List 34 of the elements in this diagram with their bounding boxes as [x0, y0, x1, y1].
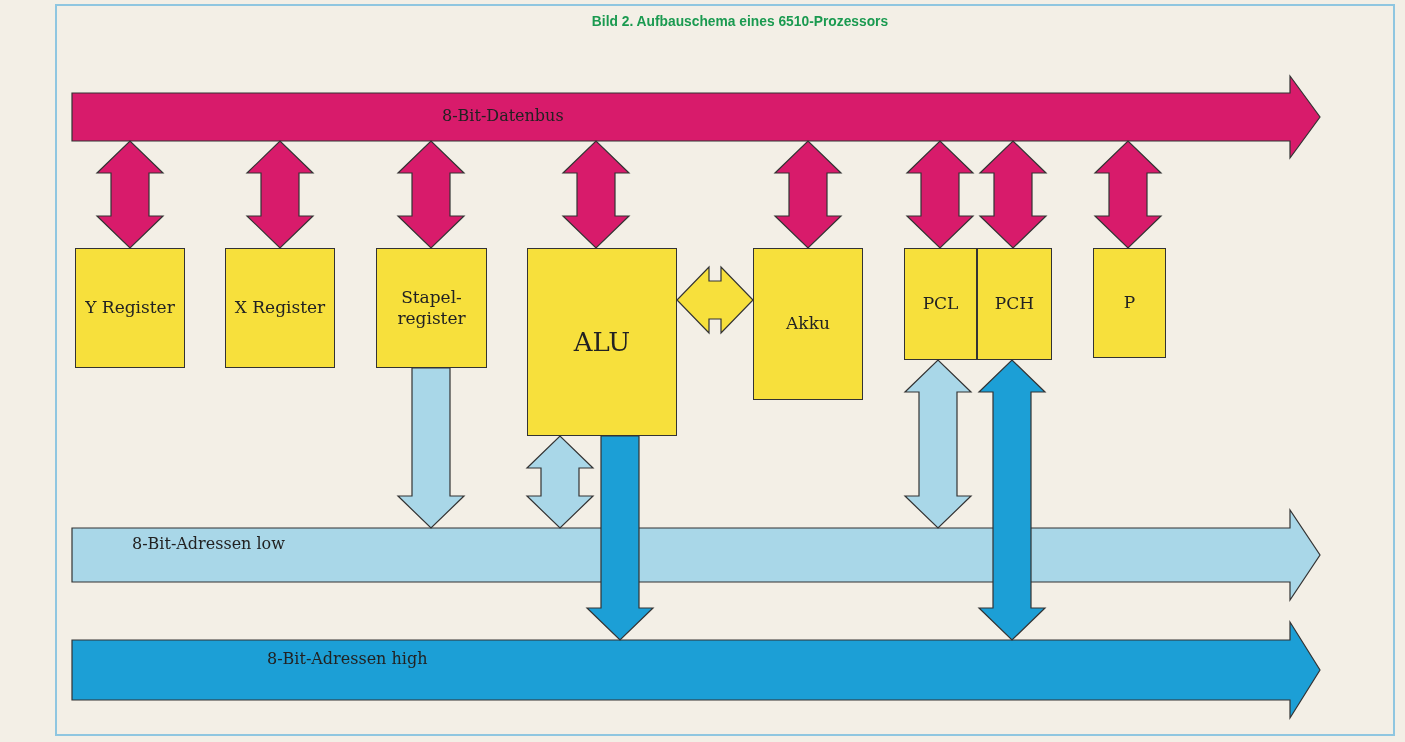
register-label: Akku — [786, 313, 830, 335]
bus-label: 8-Bit-Adressen high — [267, 649, 428, 668]
register-box — [225, 248, 335, 368]
arrow — [396, 367, 466, 529]
register-label: X Register — [234, 297, 326, 319]
register-box — [904, 248, 977, 360]
double-arrow — [773, 140, 843, 249]
double-arrow — [905, 140, 975, 249]
arrow — [585, 435, 655, 641]
register-label: Y Register — [85, 297, 175, 319]
register-box — [527, 248, 677, 436]
double-arrow — [245, 140, 315, 249]
register-box — [753, 248, 863, 400]
double-arrow — [977, 359, 1047, 641]
double-arrow — [903, 359, 973, 529]
double-arrow — [525, 435, 595, 529]
register-label: P — [1123, 292, 1136, 314]
bus-label: 8-Bit-Datenbus — [442, 106, 564, 125]
register-box — [75, 248, 185, 368]
register-label: ALU — [573, 325, 631, 359]
register-label: Stapel- register — [396, 286, 467, 330]
double-arrow — [676, 265, 754, 335]
double-arrow — [95, 140, 165, 249]
diagram-title: Bild 2. Aufbauschema eines 6510-Prozessors — [590, 12, 890, 29]
register-label: PCL — [922, 293, 959, 315]
double-arrow — [978, 140, 1048, 249]
double-arrow — [396, 140, 466, 249]
register-label: PCH — [994, 293, 1035, 315]
register-box — [376, 248, 487, 368]
bus-label: 8-Bit-Adressen low — [132, 534, 285, 553]
register-box — [977, 248, 1052, 360]
double-arrow — [561, 140, 631, 249]
register-box — [1093, 248, 1166, 358]
double-arrow — [1093, 140, 1163, 249]
